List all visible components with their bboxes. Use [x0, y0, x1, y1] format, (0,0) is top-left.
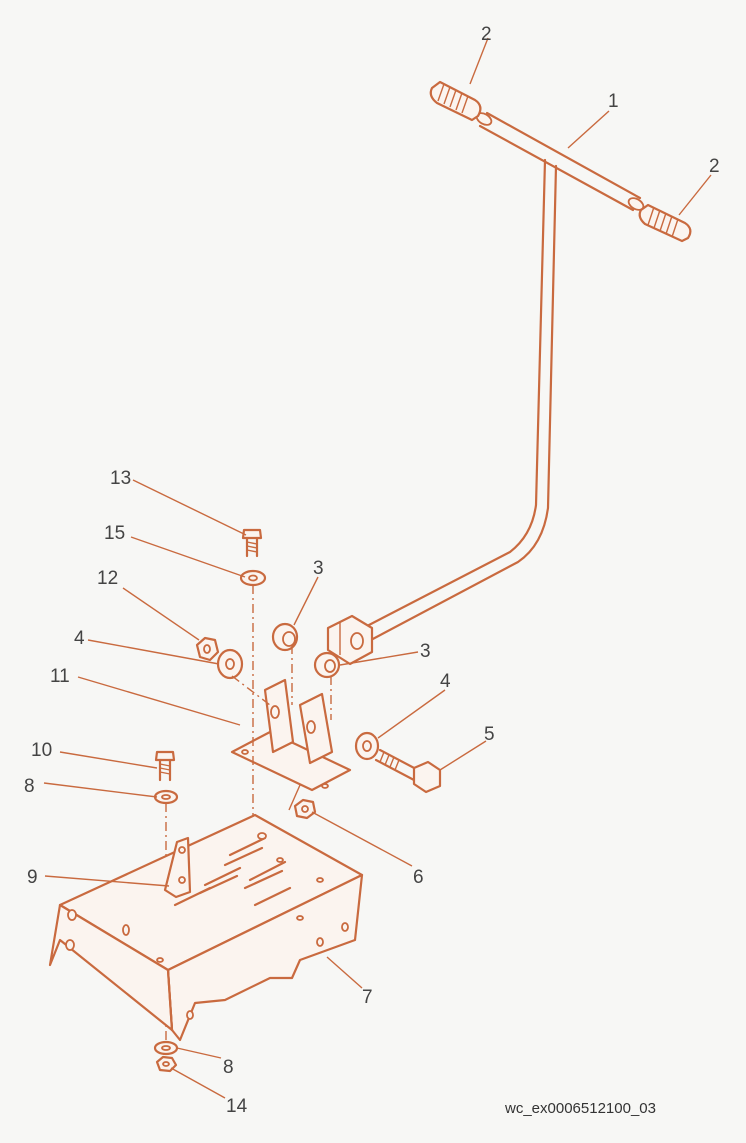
hex-bolt-long [374, 748, 442, 794]
bushing-upper [271, 622, 299, 652]
callout-7: 7 [362, 987, 373, 1008]
callout-14: 14 [226, 1096, 248, 1117]
callout-labels: 1 2 2 3 3 4 4 5 6 7 8 8 9 10 11 12 13 15… [24, 24, 720, 1117]
handle-bar [326, 111, 645, 666]
callout-5: 5 [484, 724, 495, 745]
callout-1: 1 [608, 91, 619, 112]
callout-8-lower: 8 [223, 1057, 234, 1078]
mount-plate [48, 813, 364, 1042]
callout-11: 11 [50, 666, 70, 687]
hex-nut-14 [155, 1055, 178, 1073]
hex-nut-12 [195, 636, 220, 662]
figure-id: wc_ex0006512100_03 [504, 1100, 656, 1117]
handle-grip-left [429, 80, 482, 122]
callout-12: 12 [97, 568, 118, 589]
bolt-13 [241, 528, 263, 558]
washer-8-upper [153, 789, 179, 805]
callout-6: 6 [413, 867, 424, 888]
pivot-bracket [230, 678, 352, 792]
callout-10: 10 [31, 740, 52, 761]
callout-3-upper: 3 [313, 558, 324, 579]
callout-4-right: 4 [440, 671, 451, 692]
washer-15 [239, 569, 267, 587]
callout-2-right: 2 [709, 156, 720, 177]
bracket-clip-9 [163, 836, 192, 899]
callout-9: 9 [27, 867, 38, 888]
bushing-lower [313, 651, 341, 679]
callout-2-left: 2 [481, 24, 492, 45]
washer-right [354, 731, 380, 761]
callout-8-upper: 8 [24, 776, 35, 797]
callout-13: 13 [110, 468, 131, 489]
callout-4-left: 4 [74, 628, 85, 649]
washer-left [216, 648, 244, 680]
callout-3-lower: 3 [420, 641, 431, 662]
bolt-10 [154, 750, 176, 782]
handle-grip-right [638, 203, 692, 243]
leader-lines [43, 37, 712, 1099]
washer-8-lower [153, 1040, 179, 1056]
callout-14-placeholder: 15 [104, 523, 125, 544]
hex-nut-6 [288, 784, 317, 820]
